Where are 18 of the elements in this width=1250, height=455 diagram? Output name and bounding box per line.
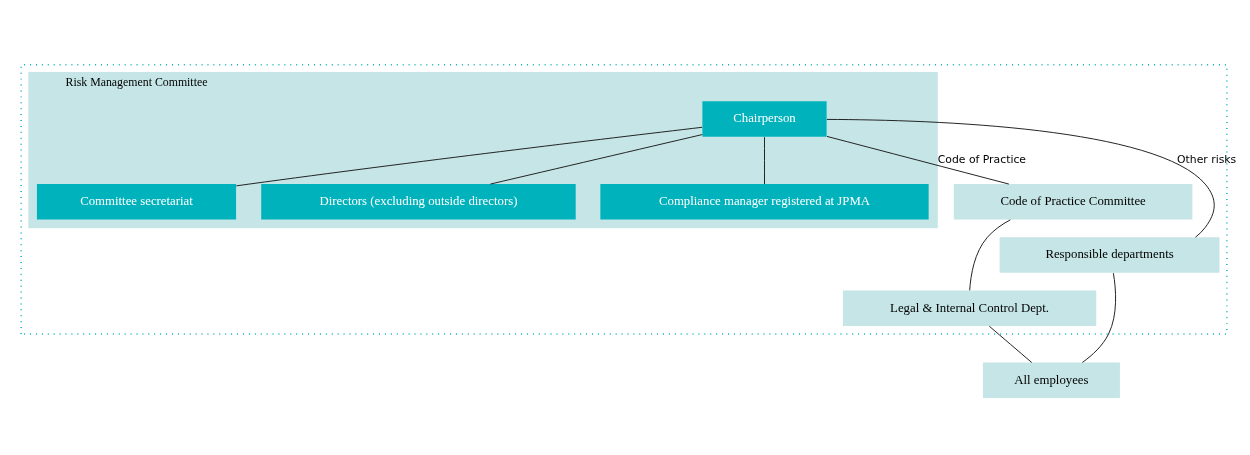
edge-label: Other risks xyxy=(1177,153,1237,167)
node-box: Code of Practice Committee xyxy=(953,184,1193,220)
connector xyxy=(489,134,703,185)
connector xyxy=(826,135,1010,185)
connector xyxy=(988,325,1033,364)
node-box: Legal & Internal Control Dept. xyxy=(842,290,1097,327)
node-box: Chairperson xyxy=(702,101,827,137)
connector xyxy=(969,219,1011,291)
connector xyxy=(764,136,765,185)
node-box: Compliance manager registered at JPMA xyxy=(600,184,929,220)
node-box: All employees xyxy=(982,362,1120,399)
connector xyxy=(1081,272,1117,363)
node-box: Responsible departments xyxy=(999,237,1220,273)
connector xyxy=(235,126,703,187)
connector xyxy=(826,118,1215,238)
node-box: Directors (excluding outside directors) xyxy=(261,184,576,220)
edge-label: Code of Practice xyxy=(937,153,1027,167)
node-box: Committee secretariat xyxy=(36,184,237,220)
